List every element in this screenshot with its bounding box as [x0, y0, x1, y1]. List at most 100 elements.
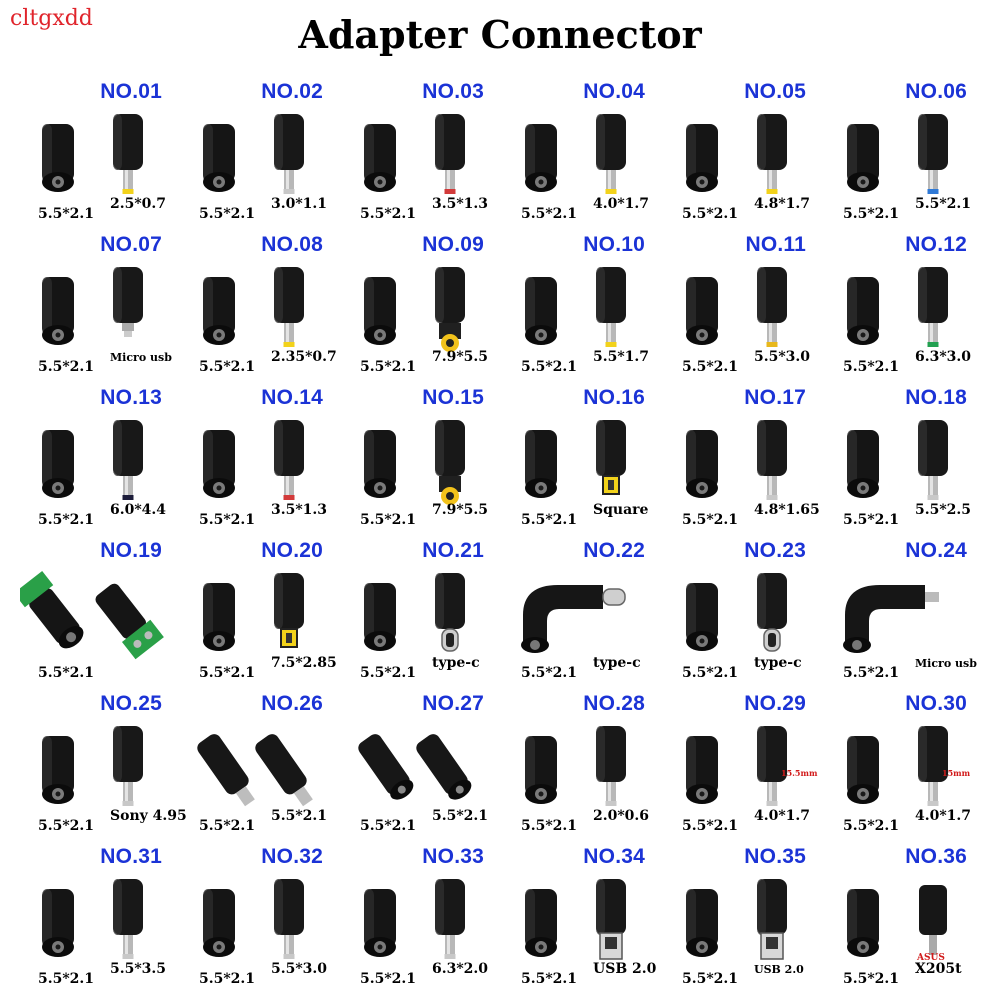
adapter-number: NO.14 — [261, 386, 323, 409]
male-size-label: 5.5*2.1 — [432, 808, 489, 824]
female-dc-jack — [847, 277, 879, 345]
male-plug — [113, 726, 143, 806]
adapter-photo — [42, 879, 143, 959]
female-size-label: 5.5*2.1 — [38, 512, 95, 528]
female-size-label: 5.5*2.1 — [199, 359, 256, 375]
female-dc-jack — [203, 430, 235, 498]
female-dc-jack — [686, 430, 718, 498]
male-plug — [596, 114, 626, 194]
female-dc-jack — [525, 277, 557, 345]
adapter-number: NO.29 — [744, 692, 806, 715]
coupler-pair — [358, 734, 472, 800]
adapter-number: NO.09 — [422, 233, 484, 256]
female-dc-jack — [42, 736, 74, 804]
adapter-photo — [686, 726, 787, 806]
male-size-label: USB 2.0 — [593, 961, 657, 977]
male-size-label: 3.5*1.3 — [432, 196, 489, 212]
female-dc-jack — [364, 430, 396, 498]
female-size-label: 5.5*2.1 — [521, 512, 578, 528]
right-angle-adapter — [843, 585, 939, 653]
male-size-label: 5.5*2.1 — [271, 808, 328, 824]
female-size-label: 5.5*2.1 — [682, 665, 739, 681]
adapter-number: NO.20 — [261, 539, 323, 562]
female-size-label: 5.5*2.1 — [843, 359, 900, 375]
male-size-label: 7.9*5.5 — [432, 349, 489, 365]
female-dc-jack — [847, 124, 879, 192]
male-size-label: 7.9*5.5 — [432, 502, 489, 518]
female-size-label: 5.5*2.1 — [38, 665, 95, 681]
adapter-photo — [525, 267, 626, 347]
male-plug — [596, 726, 626, 806]
female-dc-jack — [686, 583, 718, 651]
female-size-label: 5.5*2.1 — [38, 818, 95, 834]
male-size-label: 5.5*3.0 — [271, 961, 328, 977]
male-plug — [435, 573, 465, 652]
male-plug — [757, 267, 787, 347]
adapter-photo — [686, 420, 787, 500]
female-dc-jack — [203, 124, 235, 192]
adapter-photo — [686, 573, 787, 652]
adapter-number: NO.11 — [745, 233, 806, 256]
terminal-block-female — [20, 570, 84, 649]
male-plug — [113, 420, 143, 500]
page-title: Adapter Connector — [298, 12, 702, 57]
female-size-label: 5.5*2.1 — [843, 206, 900, 222]
female-dc-jack — [847, 736, 879, 804]
adapter-photo — [847, 885, 947, 957]
female-size-label: 5.5*2.1 — [843, 512, 900, 528]
adapter-photo — [203, 573, 304, 651]
female-dc-jack — [686, 889, 718, 957]
female-size-label: 5.5*2.1 — [38, 359, 95, 375]
adapter-photo — [42, 114, 143, 194]
adapter-photo — [42, 267, 143, 345]
male-size-label: 4.0*1.7 — [754, 808, 811, 824]
adapter-number: NO.26 — [261, 692, 323, 715]
male-plug — [274, 267, 304, 347]
brand-note: ASUS — [917, 953, 945, 963]
adapter-photo — [42, 726, 143, 806]
male-plug — [757, 726, 787, 806]
adapter-photo — [686, 879, 787, 960]
male-size-label: 6.0*4.4 — [110, 502, 167, 518]
adapter-number: NO.36 — [905, 845, 967, 868]
male-size-label: type-c — [754, 655, 802, 671]
male-size-label: 2.35*0.7 — [271, 349, 337, 365]
male-size-label: 4.0*1.7 — [915, 808, 972, 824]
male-size-label: Square — [593, 502, 649, 518]
adapter-photo — [364, 267, 465, 352]
female-dc-jack — [42, 889, 74, 957]
female-dc-jack — [686, 277, 718, 345]
female-dc-jack — [686, 736, 718, 804]
female-size-label: 5.5*2.1 — [360, 359, 417, 375]
adapter-photo — [847, 726, 948, 806]
female-size-label: 5.5*2.1 — [521, 971, 578, 987]
female-dc-jack — [364, 124, 396, 192]
adapter-number: NO.10 — [583, 233, 645, 256]
adapter-photo — [521, 585, 626, 653]
female-dc-jack — [525, 124, 557, 192]
male-size-label: Micro usb — [915, 657, 977, 670]
male-size-label: Micro usb — [110, 351, 172, 364]
male-size-label: 3.5*1.3 — [271, 502, 328, 518]
male-size-label: 4.0*1.7 — [593, 196, 650, 212]
adapter-number: NO.30 — [905, 692, 967, 715]
female-size-label: 5.5*2.1 — [521, 206, 578, 222]
